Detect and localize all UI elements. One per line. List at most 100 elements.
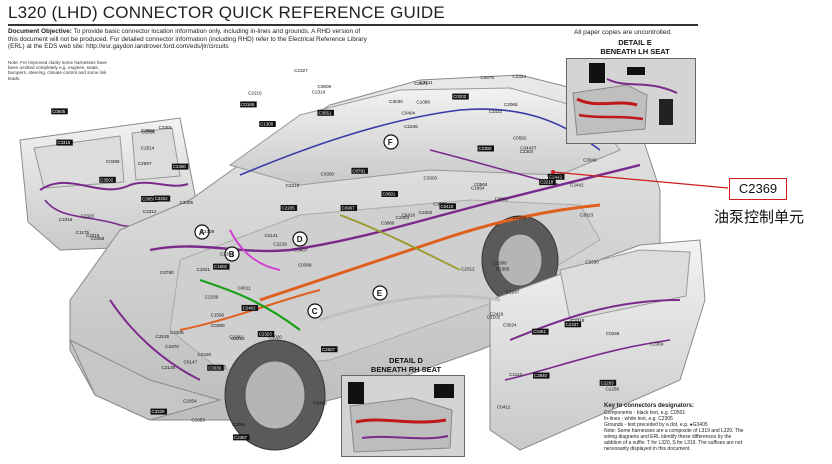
connector-label: C3476 bbox=[480, 75, 494, 80]
connector-label-box bbox=[259, 120, 276, 127]
detail-e-title-text: DETAIL E BENEATH LH SEAT bbox=[600, 38, 670, 56]
connector-label: C0147 bbox=[184, 359, 198, 364]
connector-label-box bbox=[56, 139, 73, 146]
connector-label: C2402 bbox=[243, 306, 256, 311]
connector-label: C0412 bbox=[497, 405, 511, 410]
connector-label: C0609 bbox=[318, 84, 332, 89]
connector-label: C1300 bbox=[260, 122, 273, 127]
connector-label: C0780 bbox=[160, 270, 174, 275]
connector-label: C2300 bbox=[479, 146, 492, 151]
page-title: L320 (LHD) CONNECTOR QUICK REFERENCE GUI… bbox=[8, 3, 445, 22]
connector-label: C3023 bbox=[580, 212, 594, 217]
objective-text: To provide basic connector location info… bbox=[8, 28, 367, 51]
callout-oil-pump-label: 油泵控制单元 bbox=[714, 208, 805, 226]
connector-label: C2345 bbox=[404, 124, 418, 129]
zone-a-letter: A bbox=[199, 228, 205, 237]
connector-label: C0490 bbox=[106, 159, 120, 164]
connector-label: C0458 bbox=[91, 236, 105, 241]
connector-label: C0410 bbox=[440, 204, 453, 209]
connector-label: C3502 bbox=[100, 177, 113, 182]
connector-label: C2337 bbox=[566, 322, 579, 327]
connector-label: C2420 bbox=[198, 352, 212, 357]
connector-label: C2442 bbox=[570, 183, 584, 188]
connector-label-box bbox=[233, 434, 250, 441]
connector-label: C0346 bbox=[606, 331, 620, 336]
connector-label: C0202 bbox=[453, 94, 466, 99]
connector-label: C2339 bbox=[205, 294, 219, 299]
connector-label: C2387 bbox=[234, 435, 247, 440]
connector-label-box bbox=[213, 263, 230, 270]
connector-label: C0501 bbox=[383, 192, 396, 197]
detail-e-graphic bbox=[567, 59, 695, 143]
connector-label: C3315 bbox=[86, 233, 100, 238]
connector-label: C2327 bbox=[294, 68, 308, 73]
connector-label: C2403 bbox=[396, 215, 410, 220]
connector-label: C1021 bbox=[196, 267, 210, 272]
connector-label: C3309 bbox=[201, 229, 215, 234]
zone-b-marker bbox=[224, 246, 240, 262]
zone-e-letter: E bbox=[377, 289, 383, 298]
connector-label-box bbox=[280, 204, 298, 211]
connector-label: C3020 bbox=[268, 334, 282, 339]
detail-d-inset bbox=[341, 375, 465, 457]
connector-label: C3024 bbox=[503, 323, 517, 328]
zone-f-marker bbox=[383, 134, 399, 150]
connector-label: C0781 bbox=[352, 168, 365, 173]
connector-label: C3301 bbox=[159, 125, 173, 130]
connector-label: C3054 bbox=[232, 422, 246, 427]
connector-label: C0011 bbox=[238, 285, 252, 290]
connector-label: C2292 bbox=[229, 334, 243, 339]
connector-label: C2369 bbox=[650, 341, 664, 346]
connector-label: C2218 bbox=[273, 241, 287, 246]
connector-label: C2054 bbox=[183, 398, 197, 403]
objective-url[interactable]: http://esr.gaydon.landrover.ford.com/eds… bbox=[86, 43, 229, 51]
connector-label: C2258 bbox=[605, 386, 619, 391]
connector-label: C3551 bbox=[318, 110, 331, 115]
connector-label: C1602 bbox=[214, 264, 227, 269]
zone-markers: A B C D E F bbox=[194, 134, 399, 319]
connector-label-box bbox=[321, 346, 338, 353]
zone-b-letter: B bbox=[229, 250, 235, 259]
detail-d-title-text: DETAIL D BENEATH RH SEAT bbox=[370, 356, 442, 374]
connector-label: C3303 bbox=[424, 175, 438, 180]
connector-label: C1654 bbox=[471, 186, 485, 191]
connector-label-box bbox=[599, 379, 617, 386]
connector-label: C1175 bbox=[76, 230, 90, 235]
connector-label: C3451 bbox=[533, 329, 546, 334]
legend-title: Key to connectors designators: bbox=[604, 403, 695, 409]
connector-label: C2312 bbox=[461, 267, 475, 272]
detail-e-title: DETAIL E BENEATH LH SEAT bbox=[600, 38, 670, 56]
connector-label: C0605 bbox=[52, 109, 65, 114]
connector-label: C3030 bbox=[208, 365, 221, 370]
document-objective: Document Objective: To provide basic con… bbox=[8, 28, 368, 51]
detail-d-graphic bbox=[342, 376, 464, 456]
connector-label-box bbox=[439, 203, 456, 210]
connector-label-box bbox=[340, 204, 358, 211]
connector-label-box bbox=[241, 304, 259, 311]
connector-label-box bbox=[240, 101, 257, 108]
callout-c2369-box: C2369 bbox=[729, 178, 787, 200]
callout-pointer-line bbox=[552, 171, 729, 189]
connector-label-box bbox=[533, 372, 550, 379]
connector-label: C2262 bbox=[513, 215, 527, 220]
connector-label: C1560 bbox=[211, 312, 225, 317]
connector-label-box bbox=[539, 179, 556, 186]
objective-label: Document Objective: bbox=[8, 28, 72, 35]
connector-label: C3060 bbox=[381, 221, 395, 226]
connector-label: C2305 bbox=[170, 330, 184, 335]
zone-d-letter: D bbox=[297, 235, 303, 244]
connector-label: C2515 bbox=[156, 334, 170, 339]
zone-f-letter: F bbox=[388, 138, 393, 147]
connector-label: C3302 bbox=[155, 196, 168, 201]
connector-label: C2514 bbox=[141, 145, 155, 150]
connector-label: C2213 bbox=[231, 336, 245, 341]
legend-line-components: Components - black text, e.g. C0501 bbox=[604, 410, 686, 416]
connector-label: C3061 bbox=[495, 197, 509, 202]
connector-label: C3320 bbox=[152, 409, 165, 414]
harness-omission-note: Note: For improved clarity some harnesse… bbox=[8, 60, 107, 81]
detail-e-inset bbox=[566, 58, 696, 144]
connector-label: C0571 bbox=[414, 81, 428, 86]
connector-label: C3030 bbox=[389, 99, 403, 104]
connector-label: C1653 bbox=[191, 417, 205, 422]
connector-label: C2205 bbox=[282, 206, 295, 211]
